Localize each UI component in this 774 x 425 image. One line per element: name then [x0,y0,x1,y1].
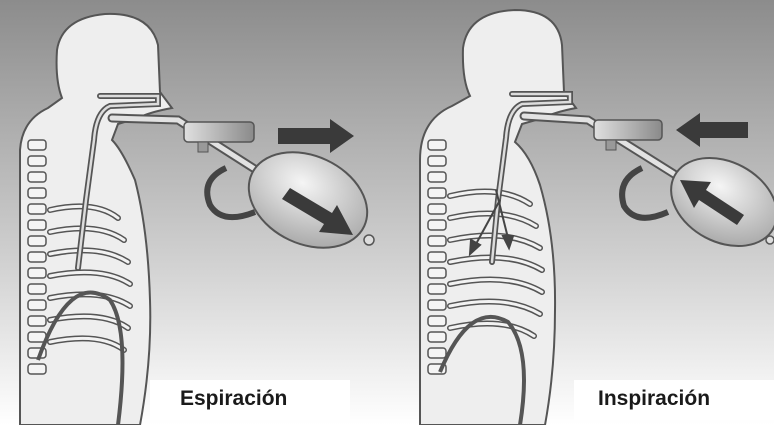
caption-espiracion: Espiración [174,385,293,413]
spine-right [428,140,446,374]
caption-inspiracion: Inspiración [592,385,716,413]
valve-right [594,120,662,140]
spine-left [28,140,46,374]
valve-left [184,122,254,142]
